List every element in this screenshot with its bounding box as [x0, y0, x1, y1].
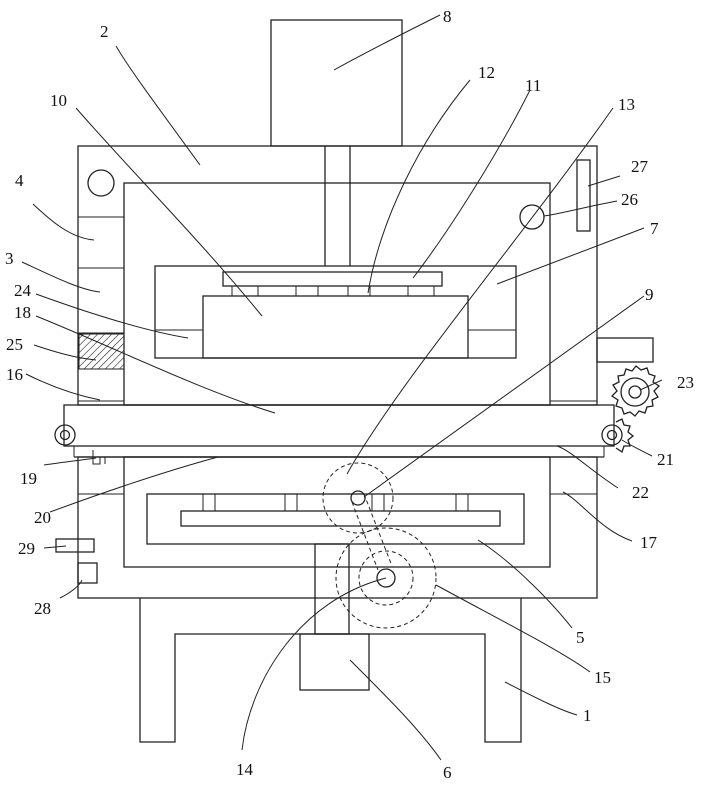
sensor	[78, 563, 97, 583]
label-9: 9	[645, 285, 654, 304]
cam-upper	[323, 463, 393, 533]
part-labels: 8 2 12 11 10 13 27 4 26 7 3 24 9 18 25 1…	[5, 7, 694, 782]
label-26: 26	[621, 190, 638, 209]
label-27: 27	[631, 157, 649, 176]
top-motor-block	[271, 20, 402, 146]
label-6: 6	[443, 763, 452, 782]
label-12: 12	[478, 63, 495, 82]
roller-left	[55, 425, 75, 445]
label-3: 3	[5, 249, 14, 268]
upper-housing-inner	[124, 183, 550, 405]
pulley-left-top	[88, 170, 114, 196]
bottom-motor	[300, 634, 369, 690]
label-13: 13	[618, 95, 635, 114]
label-14: 14	[236, 760, 254, 779]
label-8: 8	[443, 7, 452, 26]
side-plate	[577, 160, 590, 231]
lower-die-plate	[181, 511, 500, 526]
lower-housing-inner	[124, 457, 550, 567]
leader-lines	[22, 15, 662, 760]
press-plate	[223, 272, 442, 286]
label-2: 2	[100, 22, 109, 41]
label-15: 15	[594, 668, 611, 687]
hatched-block	[79, 334, 124, 369]
label-16: 16	[6, 365, 23, 384]
label-10: 10	[50, 91, 67, 110]
label-17: 17	[640, 533, 658, 552]
label-25: 25	[6, 335, 23, 354]
label-28: 28	[34, 599, 51, 618]
center-pedestal	[315, 544, 349, 634]
label-18: 18	[14, 303, 31, 322]
switch	[56, 539, 94, 552]
upper-mould-box	[155, 266, 516, 358]
stand-legs	[140, 598, 521, 742]
conveyor-belt	[64, 405, 614, 446]
label-29: 29	[18, 539, 35, 558]
lower-mould-box	[147, 494, 524, 544]
label-5: 5	[576, 628, 585, 647]
large-gear	[612, 366, 659, 416]
label-23: 23	[677, 373, 694, 392]
label-21: 21	[657, 450, 674, 469]
label-20: 20	[34, 508, 51, 527]
label-19: 19	[20, 469, 37, 488]
label-22: 22	[632, 483, 649, 502]
upper-die	[203, 296, 468, 358]
small-gear	[616, 419, 633, 452]
label-24: 24	[14, 281, 32, 300]
label-7: 7	[650, 219, 659, 238]
label-11: 11	[525, 76, 541, 95]
label-1: 1	[583, 706, 592, 725]
label-4: 4	[15, 171, 24, 190]
lower-housing	[78, 457, 597, 598]
gear-bracket	[597, 338, 653, 362]
roller-right	[602, 425, 622, 445]
